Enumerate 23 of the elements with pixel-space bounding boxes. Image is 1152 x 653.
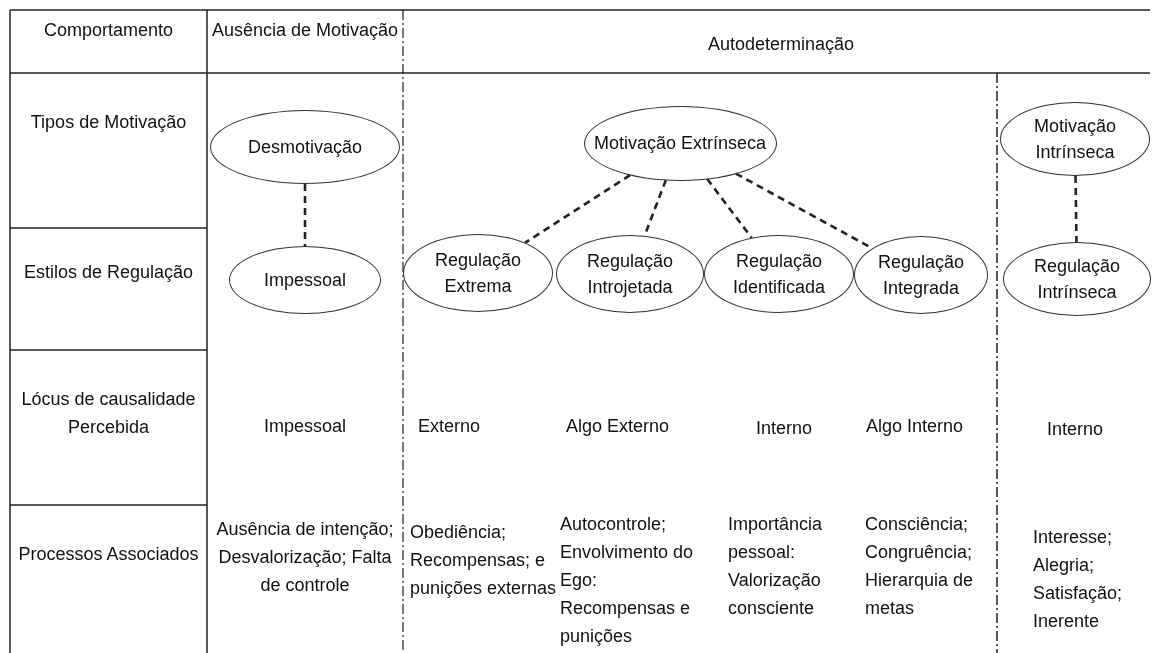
process-text: Interesse; Alegria; Satisfação; Inerente [1033, 526, 1124, 633]
process-text: Consciência; Congruência; Hierarquia de metas [865, 513, 975, 620]
process-text: Ausência de intenção; Desvalorização; Falta de controle [215, 518, 395, 597]
row-header: Tipos de Motivação [29, 111, 188, 134]
row-header: Processos Associados [17, 543, 200, 566]
dashed-connector [706, 178, 753, 239]
locus-text: Impessoal [262, 415, 347, 438]
process-text: Autocontrole; Envolvimento do Ego: Recompensas e punições [560, 513, 695, 648]
process-text: Importância pessoal: Valorização consciente [728, 513, 824, 620]
locus-text: Algo Interno [866, 415, 965, 438]
row-header: Lócus de causalidade Percebida [20, 388, 197, 439]
dashed-connector [1074, 176, 1078, 242]
dashed-connector [303, 184, 307, 246]
dashed-connector [524, 174, 631, 244]
row-header: Comportamento [42, 19, 175, 42]
row-header: Estilos de Regulação [22, 261, 195, 284]
process-text: Obediência; Recompensas; e punições externas [410, 521, 558, 600]
locus-text: Interno [756, 417, 814, 440]
column-header: Ausência de Motivação [210, 19, 400, 42]
locus-text: Externo [418, 415, 482, 438]
locus-text: Algo Externo [566, 415, 671, 438]
locus-text: Interno [1045, 418, 1104, 441]
column-header: Autodeterminação [706, 33, 856, 56]
